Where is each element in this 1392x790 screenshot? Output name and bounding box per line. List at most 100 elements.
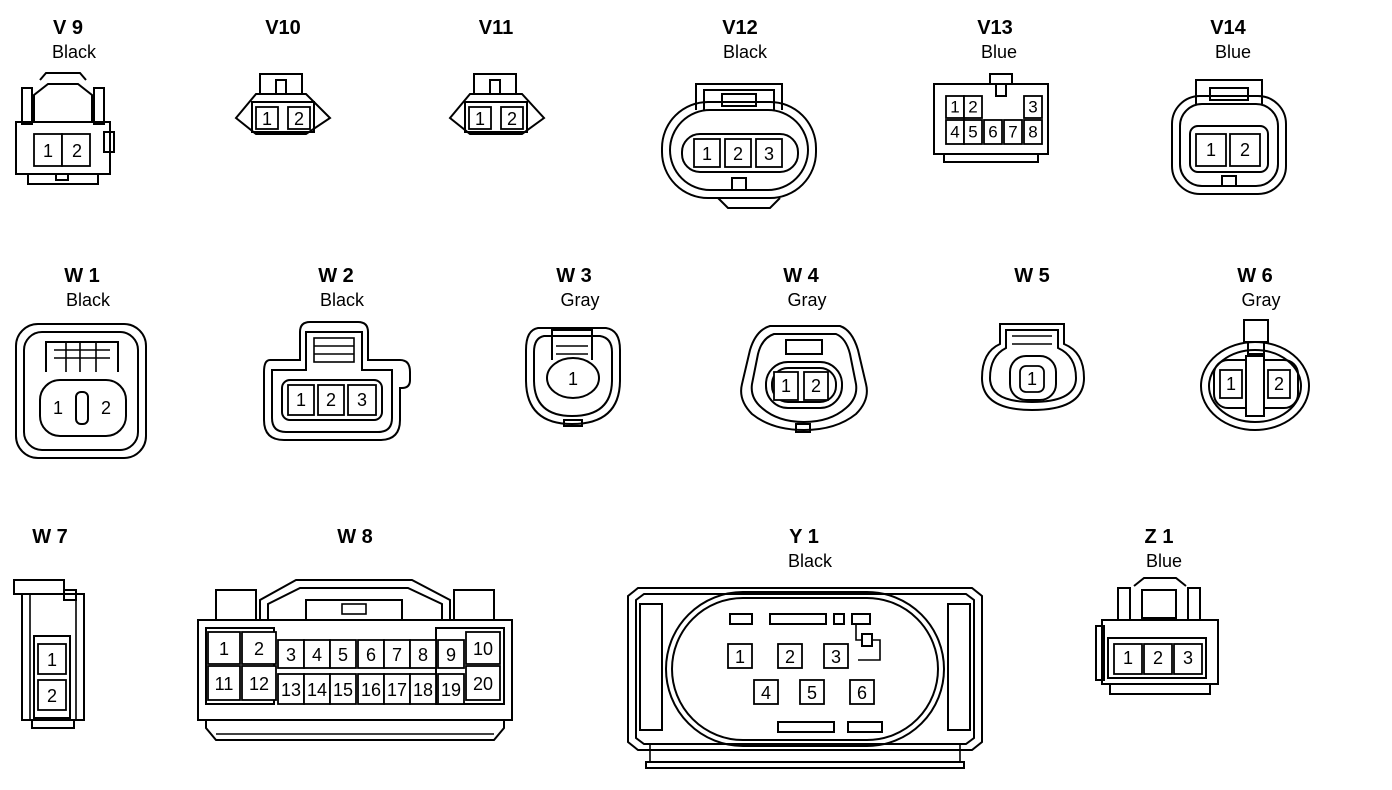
connector-v11-id: V11 bbox=[479, 17, 513, 39]
connector-z1-body: 1 2 3 bbox=[1095, 577, 1219, 695]
connector-w5-pin-1-label: 1 bbox=[1027, 369, 1037, 389]
connector-y1-id: Y 1 bbox=[789, 526, 819, 548]
connector-v13-pin-8 bbox=[1023, 119, 1043, 145]
connector-w1-pin-1-label: 1 bbox=[53, 398, 63, 418]
connector-w8-pin-5 bbox=[329, 639, 357, 669]
connector-v9-pin-2-label: 2 bbox=[72, 141, 82, 161]
connector-v11-pin-1-label: 1 bbox=[475, 109, 485, 129]
connector-y1-pin-6-label: 6 bbox=[857, 683, 867, 703]
connector-w4-pin-1-label: 1 bbox=[781, 376, 791, 396]
connector-w8-pin-15 bbox=[329, 673, 357, 705]
connector-w8-pin-13 bbox=[277, 673, 305, 705]
connector-w8-pin-18 bbox=[409, 673, 437, 705]
connector-v12-pin-1 bbox=[693, 138, 721, 168]
connector-w8-pin-9 bbox=[437, 639, 465, 669]
connector-w6-pin-2 bbox=[1267, 369, 1291, 399]
connector-w6: W 6 Gray 1 2 bbox=[1200, 265, 1310, 431]
connector-v13-pin-3-label: 3 bbox=[1028, 98, 1037, 117]
connector-w4-pin-1 bbox=[773, 371, 799, 401]
connector-v9-pin-1 bbox=[33, 133, 63, 167]
connector-v11-body: 1 2 bbox=[448, 73, 546, 135]
connector-w8-pin-19-label: 19 bbox=[441, 680, 461, 700]
connector-w8-pin-7-label: 7 bbox=[392, 645, 402, 665]
connector-w8-pin-16-label: 16 bbox=[361, 680, 381, 700]
connector-z1-pin-1 bbox=[1113, 643, 1143, 675]
connector-y1-pin-5 bbox=[799, 679, 825, 705]
connector-w1: W 1 Black 1 2 bbox=[15, 265, 147, 459]
connector-w8-pin-20-label: 20 bbox=[473, 674, 493, 694]
connector-w8-pin-10 bbox=[465, 631, 501, 665]
connector-y1-pin-1 bbox=[727, 643, 753, 669]
connector-y1-pin-5-label: 5 bbox=[807, 683, 817, 703]
connector-v13-color: Blue bbox=[981, 42, 1017, 62]
connector-w8-pin-18-label: 18 bbox=[413, 680, 433, 700]
connector-w2-pin-1-label: 1 bbox=[296, 390, 306, 410]
connector-v13-id: V13 bbox=[977, 17, 1013, 39]
connector-w6-id: W 6 bbox=[1237, 265, 1273, 287]
connector-w8-pin-8-label: 8 bbox=[418, 645, 428, 665]
connector-w8-pin-17-label: 17 bbox=[387, 680, 407, 700]
connector-w2: W 2 Black 1 2 3 bbox=[263, 265, 411, 441]
connector-w8-pin-4-label: 4 bbox=[312, 645, 322, 665]
connector-z1-pin-3-label: 3 bbox=[1183, 648, 1193, 668]
connector-w3: W 3 Gray 1 bbox=[525, 265, 621, 427]
connector-v14: V14 Blue 1 2 bbox=[1171, 17, 1287, 195]
connector-w1-id: W 1 bbox=[64, 265, 100, 287]
connector-w6-pin-1-label: 1 bbox=[1226, 374, 1236, 394]
connector-w2-pin-2-label: 2 bbox=[326, 390, 336, 410]
connector-w1-pin-2-label: 2 bbox=[101, 398, 111, 418]
connector-w8-pin-11-label: 11 bbox=[215, 674, 234, 694]
connector-y1-color: Black bbox=[788, 551, 833, 571]
connector-w7-pin-2 bbox=[37, 679, 67, 711]
connector-w8-pin-20 bbox=[465, 665, 501, 701]
connector-v12-id: V12 bbox=[722, 17, 758, 39]
connector-v14-pin-2 bbox=[1229, 133, 1261, 167]
connector-v13-pin-5-label: 5 bbox=[968, 123, 977, 142]
connector-w8-pin-15-label: 15 bbox=[333, 680, 353, 700]
connector-w8-pin-13-label: 13 bbox=[281, 680, 301, 700]
connector-w7-pin-1 bbox=[37, 643, 67, 675]
connector-w7-pin-1-label: 1 bbox=[47, 650, 57, 670]
connector-w8-pin-2 bbox=[241, 631, 277, 665]
connector-w8-pin-1 bbox=[207, 631, 241, 665]
connector-v10: V10 1 2 bbox=[234, 17, 332, 135]
connector-w8-pin-3-label: 3 bbox=[286, 645, 296, 665]
connector-v10-pin-1-label: 1 bbox=[262, 109, 272, 129]
connector-w4: W 4 Gray 1 2 bbox=[740, 265, 868, 433]
connector-y1-pin-3-label: 3 bbox=[831, 647, 841, 667]
connector-w8-pin-6-label: 6 bbox=[366, 645, 376, 665]
connector-w6-body: 1 2 bbox=[1200, 319, 1310, 431]
connector-z1-id: Z 1 bbox=[1145, 526, 1174, 548]
connector-w8-pin-2-label: 2 bbox=[254, 639, 264, 659]
connector-w5-pin-1 bbox=[1019, 365, 1045, 393]
connector-w3-body: 1 bbox=[525, 327, 621, 427]
connector-z1: Z 1 Blue 1 2 3 bbox=[1095, 526, 1219, 695]
connector-z1-pin-3 bbox=[1173, 643, 1203, 675]
connector-w5-id: W 5 bbox=[1014, 265, 1050, 287]
connector-v9: V 9 Black 1 2 bbox=[15, 17, 115, 185]
connector-w8-id: W 8 bbox=[337, 526, 373, 548]
connector-v10-id: V10 bbox=[265, 17, 301, 39]
connector-y1-pin-2 bbox=[777, 643, 803, 669]
connector-v12-pin-3 bbox=[755, 138, 783, 168]
connector-v13-pin-2 bbox=[963, 95, 983, 119]
connector-w2-color: Black bbox=[320, 290, 365, 310]
connector-w1-color: Black bbox=[66, 290, 111, 310]
connector-y1-pin-3 bbox=[823, 643, 849, 669]
connector-v13-pin-6-label: 6 bbox=[988, 123, 997, 142]
connector-w7: W 7 1 2 bbox=[13, 526, 85, 729]
connector-v13-pin-4-label: 4 bbox=[950, 123, 959, 142]
connector-v14-body: 1 2 bbox=[1171, 79, 1287, 195]
connector-v13-pin-7 bbox=[1003, 119, 1023, 145]
connector-v12-body: 1 2 3 bbox=[661, 83, 817, 209]
connector-v9-pin-1-label: 1 bbox=[43, 141, 53, 161]
connector-z1-pin-2 bbox=[1143, 643, 1173, 675]
connector-w2-pin-3-label: 3 bbox=[357, 390, 367, 410]
connector-w2-body: 1 2 3 bbox=[263, 321, 411, 441]
connector-y1-pin-4 bbox=[753, 679, 779, 705]
connector-w8-pin-11 bbox=[207, 665, 241, 701]
